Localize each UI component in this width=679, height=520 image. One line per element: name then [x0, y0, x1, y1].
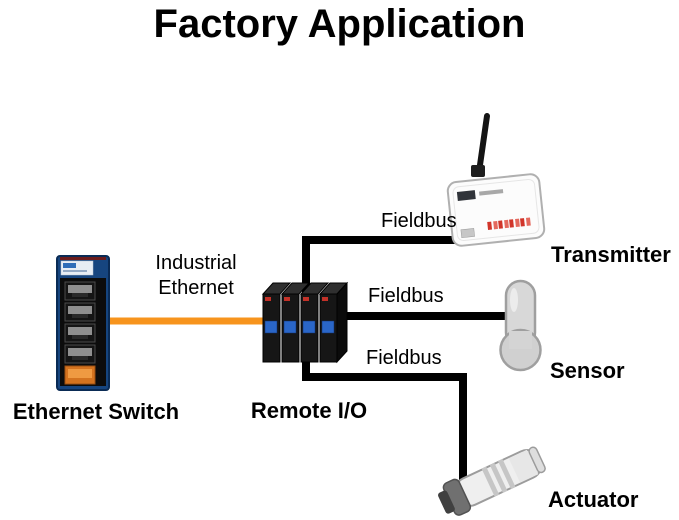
fieldbus-label-sensor: Fieldbus	[368, 285, 444, 307]
industrial-ethernet-label-line2: Ethernet	[158, 277, 234, 299]
transmitter-led-row	[487, 217, 531, 230]
ethernet-ports	[64, 281, 96, 385]
actuator-illustration	[438, 446, 546, 516]
diagram-title: Factory Application	[153, 2, 526, 46]
fieldbus-label-transmitter: Fieldbus	[381, 210, 457, 232]
connection-lines	[104, 236, 512, 488]
remote-io-label: Remote I/O	[250, 398, 368, 423]
sensor-illustration	[499, 279, 542, 372]
ethernet-switch-label: Ethernet Switch	[12, 399, 180, 424]
fieldbus-line-actuator	[302, 356, 467, 488]
remote-io-illustration	[261, 281, 349, 364]
ethernet-switch-illustration	[56, 255, 110, 391]
industrial-ethernet-label-line1: Industrial	[155, 252, 237, 274]
actuator-label: Actuator	[548, 487, 639, 512]
transmitter-antenna	[476, 113, 490, 175]
fieldbus-line-transmitter	[302, 236, 464, 296]
transmitter-label: Transmitter	[551, 242, 671, 267]
sensor-label: Sensor	[550, 358, 625, 383]
industrial-ethernet-label: Industrial Ethernet	[128, 251, 264, 301]
fieldbus-label-actuator: Fieldbus	[366, 347, 442, 369]
transmitter-illustration	[446, 113, 546, 247]
